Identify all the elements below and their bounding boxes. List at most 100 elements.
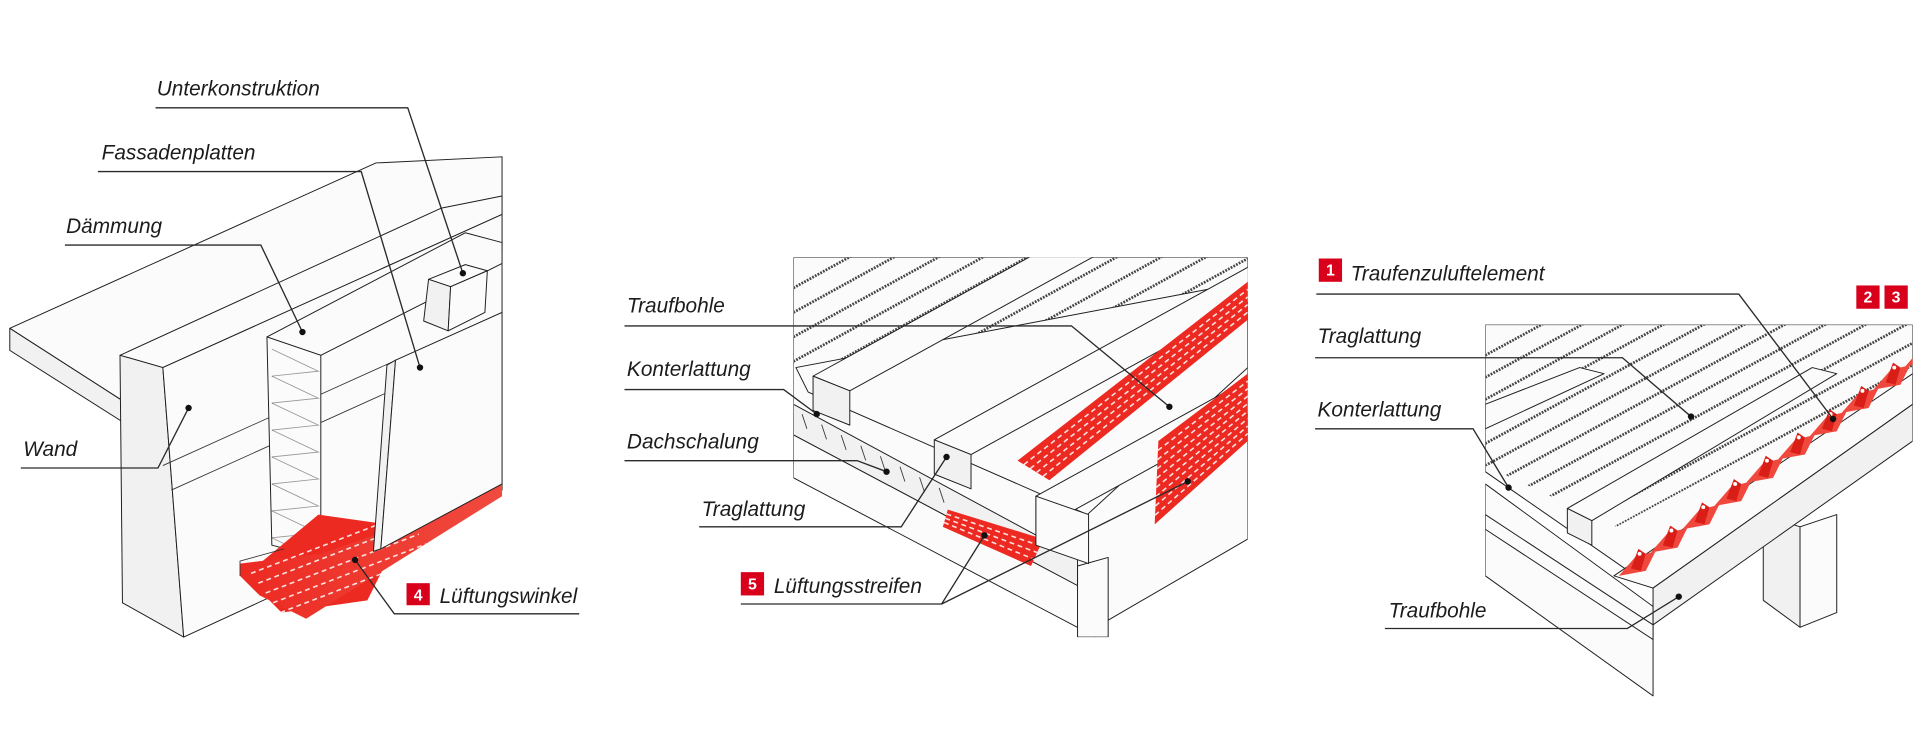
sheathing-board-joint xyxy=(880,456,886,472)
badge-3 xyxy=(1884,285,1908,309)
label-lueftungsstreifen: 5 Lüftungsstreifen xyxy=(740,478,1191,605)
rafter-block xyxy=(1485,483,1654,697)
perforation-row xyxy=(1154,432,1248,516)
badge-number: 4 xyxy=(414,587,423,604)
insulation-fiber-line xyxy=(271,375,320,404)
leader-line xyxy=(1315,357,1692,418)
leader-dot xyxy=(1675,593,1682,600)
perforation-row xyxy=(943,521,1035,561)
label-dachschalung: Dachschalung xyxy=(624,430,890,475)
ventilation-angle-lip xyxy=(239,548,285,576)
roof-batten-slat xyxy=(1485,341,1913,527)
roof-sheathing-boards xyxy=(801,413,945,503)
label-text: Traglattung xyxy=(1318,325,1422,348)
roof-batten-slat xyxy=(793,257,1248,388)
perforation-row xyxy=(1157,388,1248,461)
ventilation-element-hole xyxy=(1701,505,1706,510)
leader-dot xyxy=(1687,413,1695,420)
leader-line xyxy=(1316,293,1834,420)
ventilation-strip-vertical-perforation xyxy=(1154,380,1248,516)
ventilation-element-cone xyxy=(1790,432,1805,455)
label-text: Lüftungswinkel xyxy=(440,585,579,608)
facade-panel-face xyxy=(380,311,503,550)
label-traglattung-3: Traglattung xyxy=(1315,325,1695,420)
label-traufenzuluftelement: 1 Traufenzuluftelement xyxy=(1316,258,1837,423)
roof-batten-slat xyxy=(793,257,1248,339)
label-text: Traglattung xyxy=(702,498,806,521)
perforation-row xyxy=(265,533,420,594)
label-text: Konterlattung xyxy=(627,358,751,381)
ventilation-element-cone xyxy=(1758,455,1774,478)
badge-4 xyxy=(406,583,430,606)
label-traglattung-2: Traglattung xyxy=(699,453,950,528)
badge-number: 3 xyxy=(1892,290,1901,307)
sheathing-board-joint xyxy=(860,445,867,461)
perforation-row xyxy=(272,543,427,604)
roof-batten-slat xyxy=(1485,324,1913,489)
insulation-fiber-line xyxy=(271,483,320,512)
perforation-row xyxy=(1036,303,1248,474)
perforation-row xyxy=(1156,403,1248,479)
label-wand: Wand xyxy=(20,404,192,469)
front-beam-end xyxy=(1035,495,1090,565)
counter-batten-end xyxy=(933,439,972,490)
roof-batten-slat xyxy=(1485,324,1913,527)
label-lueftungswinkel: 4 Lüftungswinkel xyxy=(351,556,580,615)
ventilation-element-cone xyxy=(1662,525,1678,548)
roof-batten-slat xyxy=(1485,363,1913,527)
roof-strip-illustration xyxy=(793,257,1248,638)
post xyxy=(1077,556,1109,638)
roof-batten-slat xyxy=(1485,324,1913,445)
leader-line xyxy=(155,107,464,274)
perforation-row xyxy=(1155,410,1248,488)
ventilation-strip-lower-perforation xyxy=(943,513,1041,561)
ventilation-element-cone xyxy=(1853,385,1869,408)
ventilation-angle-perforation xyxy=(250,513,434,614)
leader-line xyxy=(354,559,580,615)
ventilation-strip-top xyxy=(1017,281,1248,481)
roof-batten-slat xyxy=(793,257,1248,290)
leader-line xyxy=(740,535,986,605)
leader-dot xyxy=(981,532,988,539)
label-text: Konterlattung xyxy=(1318,399,1442,422)
roof-batten-slat xyxy=(1485,324,1913,401)
facade-illustration xyxy=(9,156,503,638)
label-unterkonstruktion: Unterkonstruktion xyxy=(155,78,467,277)
roof-batten-slat xyxy=(1485,324,1913,467)
extra-badges: 2 3 xyxy=(1856,285,1908,309)
roof-batten-slat xyxy=(793,257,1248,363)
perforation-row xyxy=(1156,395,1248,470)
leader-dot xyxy=(883,468,890,475)
insulation-fiber-line xyxy=(271,456,320,485)
label-text: Traufbohle xyxy=(1389,599,1487,622)
sheathing-board-joint xyxy=(801,413,808,429)
ventilation-strip-top-perforation xyxy=(1023,288,1248,477)
label-daemmung: Dämmung xyxy=(64,215,306,336)
leader-line xyxy=(624,388,818,415)
label-traufbohle-3: Traufbohle xyxy=(1384,593,1682,630)
counter-batten-left xyxy=(1485,367,1605,430)
leader-dot xyxy=(351,556,359,564)
perforation-row xyxy=(1023,288,1248,466)
perforation-row xyxy=(280,553,434,614)
leader-dot xyxy=(1505,484,1512,491)
roof-batten-slat xyxy=(1485,324,1913,511)
badge-2 xyxy=(1856,285,1880,309)
sheathing-board-joint xyxy=(840,435,847,451)
sheathing-board-joint xyxy=(938,487,945,503)
insulation-fiber-line xyxy=(271,348,320,377)
sheathing-board-joint xyxy=(821,424,827,440)
ventilation-element-cone xyxy=(1885,362,1901,385)
leader-dot xyxy=(299,328,306,336)
leader-line xyxy=(699,456,948,528)
leader-dot xyxy=(416,364,424,371)
badge-number: 2 xyxy=(1864,290,1873,307)
insulation-fiber-line xyxy=(271,429,320,458)
label-text: Unterkonstruktion xyxy=(157,78,320,101)
perforation-row xyxy=(1157,380,1248,451)
roof-batten-slat xyxy=(793,257,1248,314)
eaves-illustration xyxy=(1485,324,1913,697)
ventilation-element-cone xyxy=(1726,479,1742,502)
label-text: Traufbohle xyxy=(627,294,725,317)
sheathing-board-joint xyxy=(919,477,925,493)
